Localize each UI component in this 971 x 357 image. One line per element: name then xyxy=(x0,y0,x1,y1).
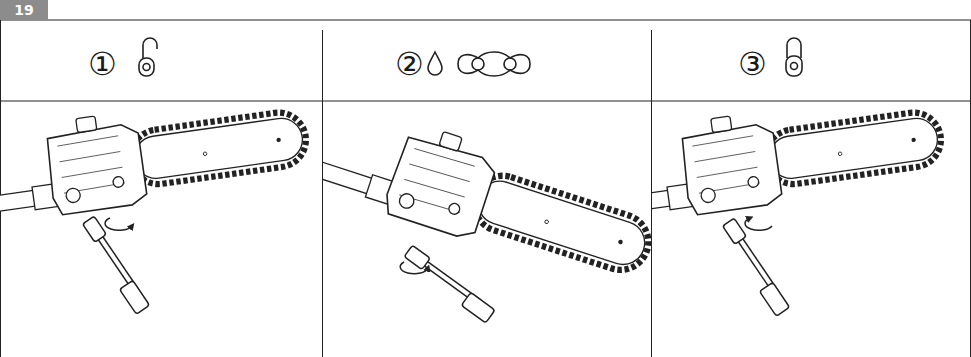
frame-line xyxy=(0,101,971,102)
pole-saw-illustration xyxy=(652,101,947,316)
pole-saw-illustration xyxy=(323,101,651,341)
step-number: ③ xyxy=(738,48,767,80)
frame-line xyxy=(0,20,971,21)
panel-divider xyxy=(322,30,323,357)
frame-line xyxy=(0,20,1,357)
figure-number-tab: 19 xyxy=(0,0,48,20)
step-number: ① xyxy=(88,48,117,80)
panel-divider xyxy=(651,30,652,357)
figure-number: 19 xyxy=(14,3,33,17)
oil-drop-icon xyxy=(428,52,442,75)
frame-line xyxy=(970,20,971,357)
lock-icon xyxy=(786,38,802,76)
pole-saw-illustration xyxy=(0,101,312,314)
step-number: ② xyxy=(395,48,424,80)
chain-link-icon xyxy=(458,52,530,76)
unlock-icon xyxy=(139,38,157,76)
